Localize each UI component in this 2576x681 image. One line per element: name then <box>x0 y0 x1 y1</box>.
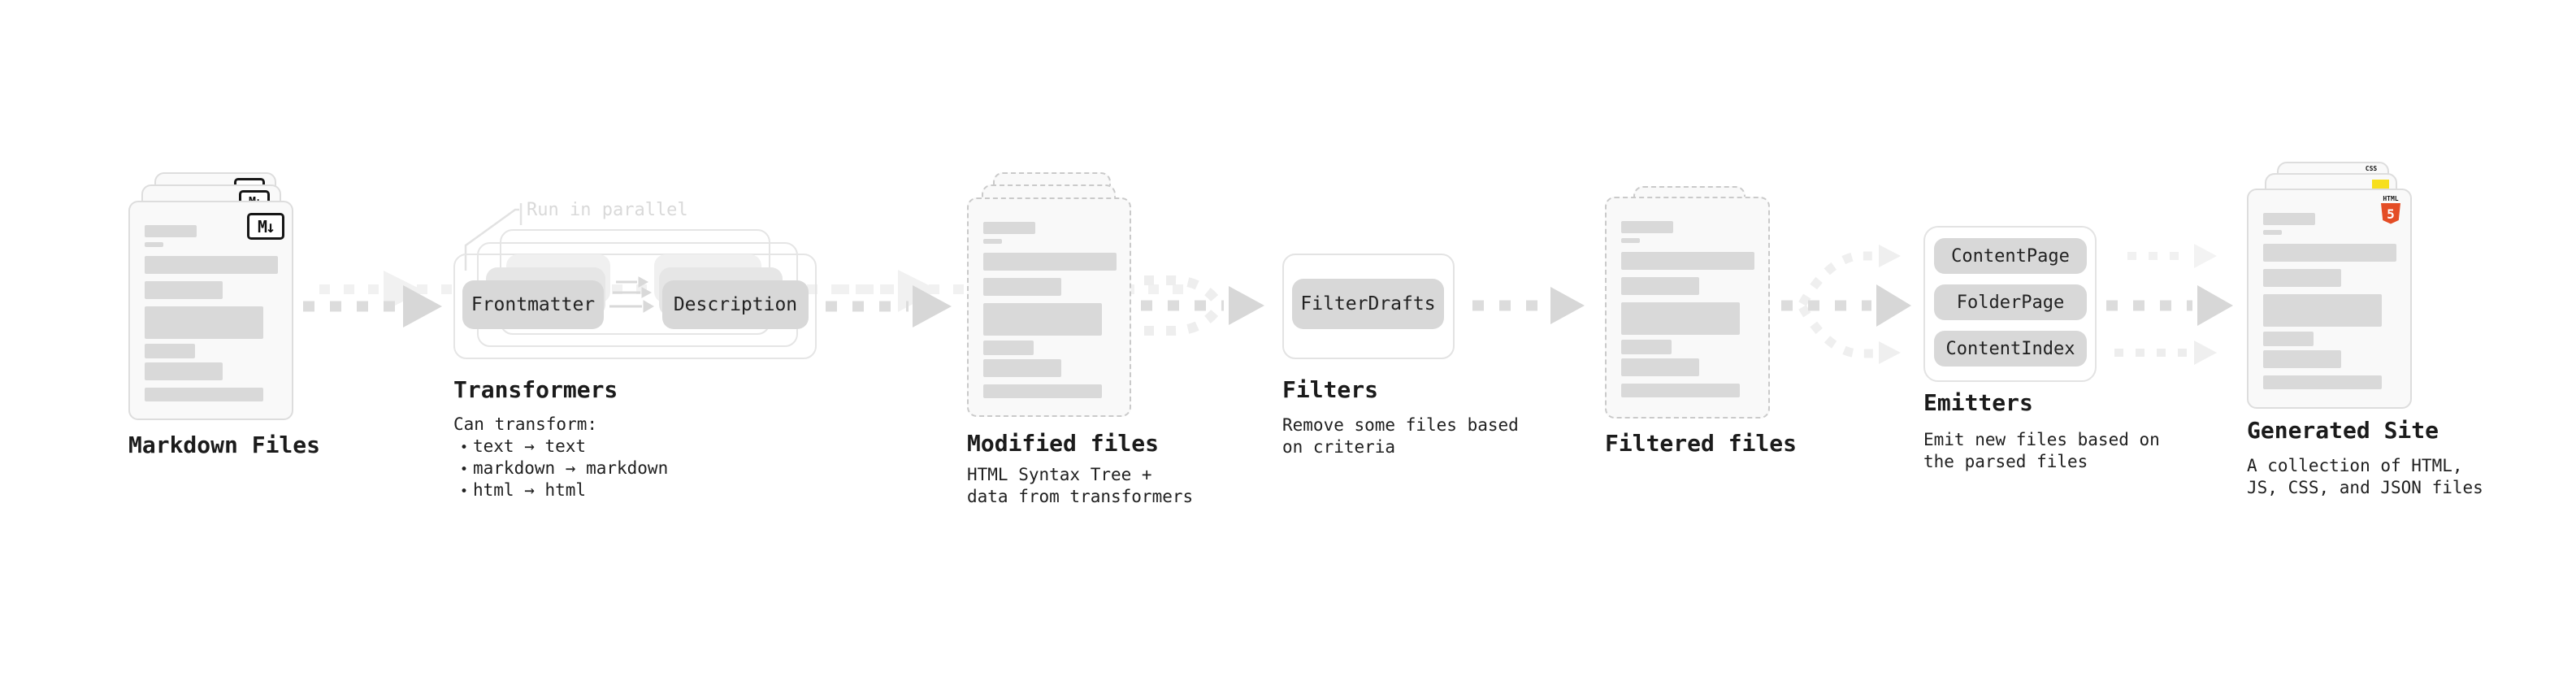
stage-title-transformers: Transformers <box>453 376 618 403</box>
text-placeholder-bar <box>1621 302 1740 335</box>
stage-title-generated-site: Generated Site <box>2247 417 2439 444</box>
text-placeholder-bar <box>2263 350 2341 368</box>
text-placeholder-bar <box>145 388 263 401</box>
text-placeholder-bar <box>145 281 223 299</box>
arrow-filtered-to-emitters-fanout <box>1781 245 1911 364</box>
bullet-icon: • <box>459 484 469 500</box>
transformers-bullet: •markdown → markdown <box>455 458 668 478</box>
stage-title-markdown-files: Markdown Files <box>128 432 321 458</box>
text-placeholder-bar <box>2263 269 2341 287</box>
markdown-icon: M↓ <box>247 213 284 240</box>
text-placeholder-bar <box>1621 358 1699 376</box>
stage-title-filters: Filters <box>1282 376 1379 403</box>
transformers-desc-heading: Can transform: <box>453 414 598 434</box>
bullet-icon: • <box>459 462 469 478</box>
transformer-parallel-arrows <box>609 276 654 313</box>
transformer-layer-front <box>453 254 817 359</box>
svg-text:5: 5 <box>2387 206 2395 222</box>
filtered-file-card-front <box>1605 197 1770 419</box>
text-placeholder-bar <box>983 239 1002 244</box>
text-placeholder-bar <box>2263 375 2382 389</box>
text-placeholder-bar <box>145 256 278 274</box>
text-placeholder-bar <box>145 306 263 339</box>
generated-site-desc-line1: A collection of HTML, <box>2247 456 2463 475</box>
text-placeholder-bar <box>2263 230 2282 235</box>
svg-text:HTML: HTML <box>2383 195 2398 202</box>
bullet-text: markdown → markdown <box>473 458 669 478</box>
text-placeholder-bar <box>1621 221 1673 233</box>
text-placeholder-bar <box>1621 340 1672 354</box>
modified-files-desc-line1: HTML Syntax Tree + <box>967 465 1152 484</box>
text-placeholder-bar <box>1621 384 1740 397</box>
text-placeholder-bar <box>145 225 197 237</box>
arrow-modified-to-filters-merge <box>1141 275 1264 336</box>
text-placeholder-bar <box>145 344 195 358</box>
text-placeholder-bar <box>145 242 163 247</box>
arrow-markdown-to-transformers <box>303 271 1193 327</box>
stage-title-filtered-files: Filtered files <box>1605 430 1798 457</box>
contentpage-box: ContentPage <box>1934 238 2087 274</box>
run-in-parallel-label: Run in parallel <box>527 200 688 220</box>
text-placeholder-bar <box>2263 332 2314 346</box>
text-placeholder-bar <box>1621 277 1699 295</box>
modified-file-card-front <box>967 197 1131 417</box>
emitters-desc-line1: Emit new files based on <box>1923 430 2160 449</box>
transformers-bullet: •html → html <box>455 480 586 500</box>
text-placeholder-bar <box>2263 244 2396 262</box>
bullet-text: text → text <box>473 436 587 456</box>
arrow-transformers-to-modified <box>826 270 952 327</box>
filters-desc-line1: Remove some files based <box>1282 415 1519 435</box>
text-placeholder-bar <box>983 303 1102 336</box>
text-placeholder-bar <box>2263 294 2382 327</box>
js-icon <box>2372 180 2389 189</box>
site-file-card-html: HTML 5 <box>2247 189 2412 409</box>
generated-site-desc-line2: JS, CSS, and JSON files <box>2247 478 2483 497</box>
text-placeholder-bar <box>1621 252 1754 270</box>
contentindex-box: ContentIndex <box>1934 331 2087 367</box>
text-placeholder-bar <box>983 340 1034 355</box>
text-placeholder-bar <box>983 253 1117 271</box>
folderpage-box: FolderPage <box>1934 284 2087 320</box>
stage-title-modified-files: Modified files <box>967 430 1160 457</box>
frontmatter-box: Frontmatter <box>462 280 604 329</box>
text-placeholder-bar <box>145 362 223 380</box>
bullet-icon: • <box>459 440 469 456</box>
stage-title-emitters: Emitters <box>1923 389 2033 416</box>
html5-icon: HTML 5 <box>2381 195 2400 224</box>
transformers-bullet: •text → text <box>455 436 586 456</box>
text-placeholder-bar <box>983 359 1061 377</box>
text-placeholder-bar <box>1621 238 1640 243</box>
modified-files-desc-line2: data from transformers <box>967 487 1194 506</box>
text-placeholder-bar <box>983 278 1061 296</box>
text-placeholder-bar <box>983 222 1035 234</box>
css-icon-label: CSS <box>2365 165 2378 172</box>
markdown-file-card-front: M↓ <box>128 201 293 420</box>
filters-desc-line2: on criteria <box>1282 437 1396 457</box>
arrows-emitters-to-site <box>2106 244 2233 365</box>
filterdrafts-box: FilterDrafts <box>1292 279 1444 329</box>
text-placeholder-bar <box>2263 213 2315 225</box>
arrow-filters-to-filtered <box>1472 287 1585 324</box>
text-placeholder-bar <box>983 384 1102 398</box>
emitters-desc-line2: the parsed files <box>1923 452 2088 471</box>
bullet-text: html → html <box>473 480 587 500</box>
description-box: Description <box>662 280 809 329</box>
